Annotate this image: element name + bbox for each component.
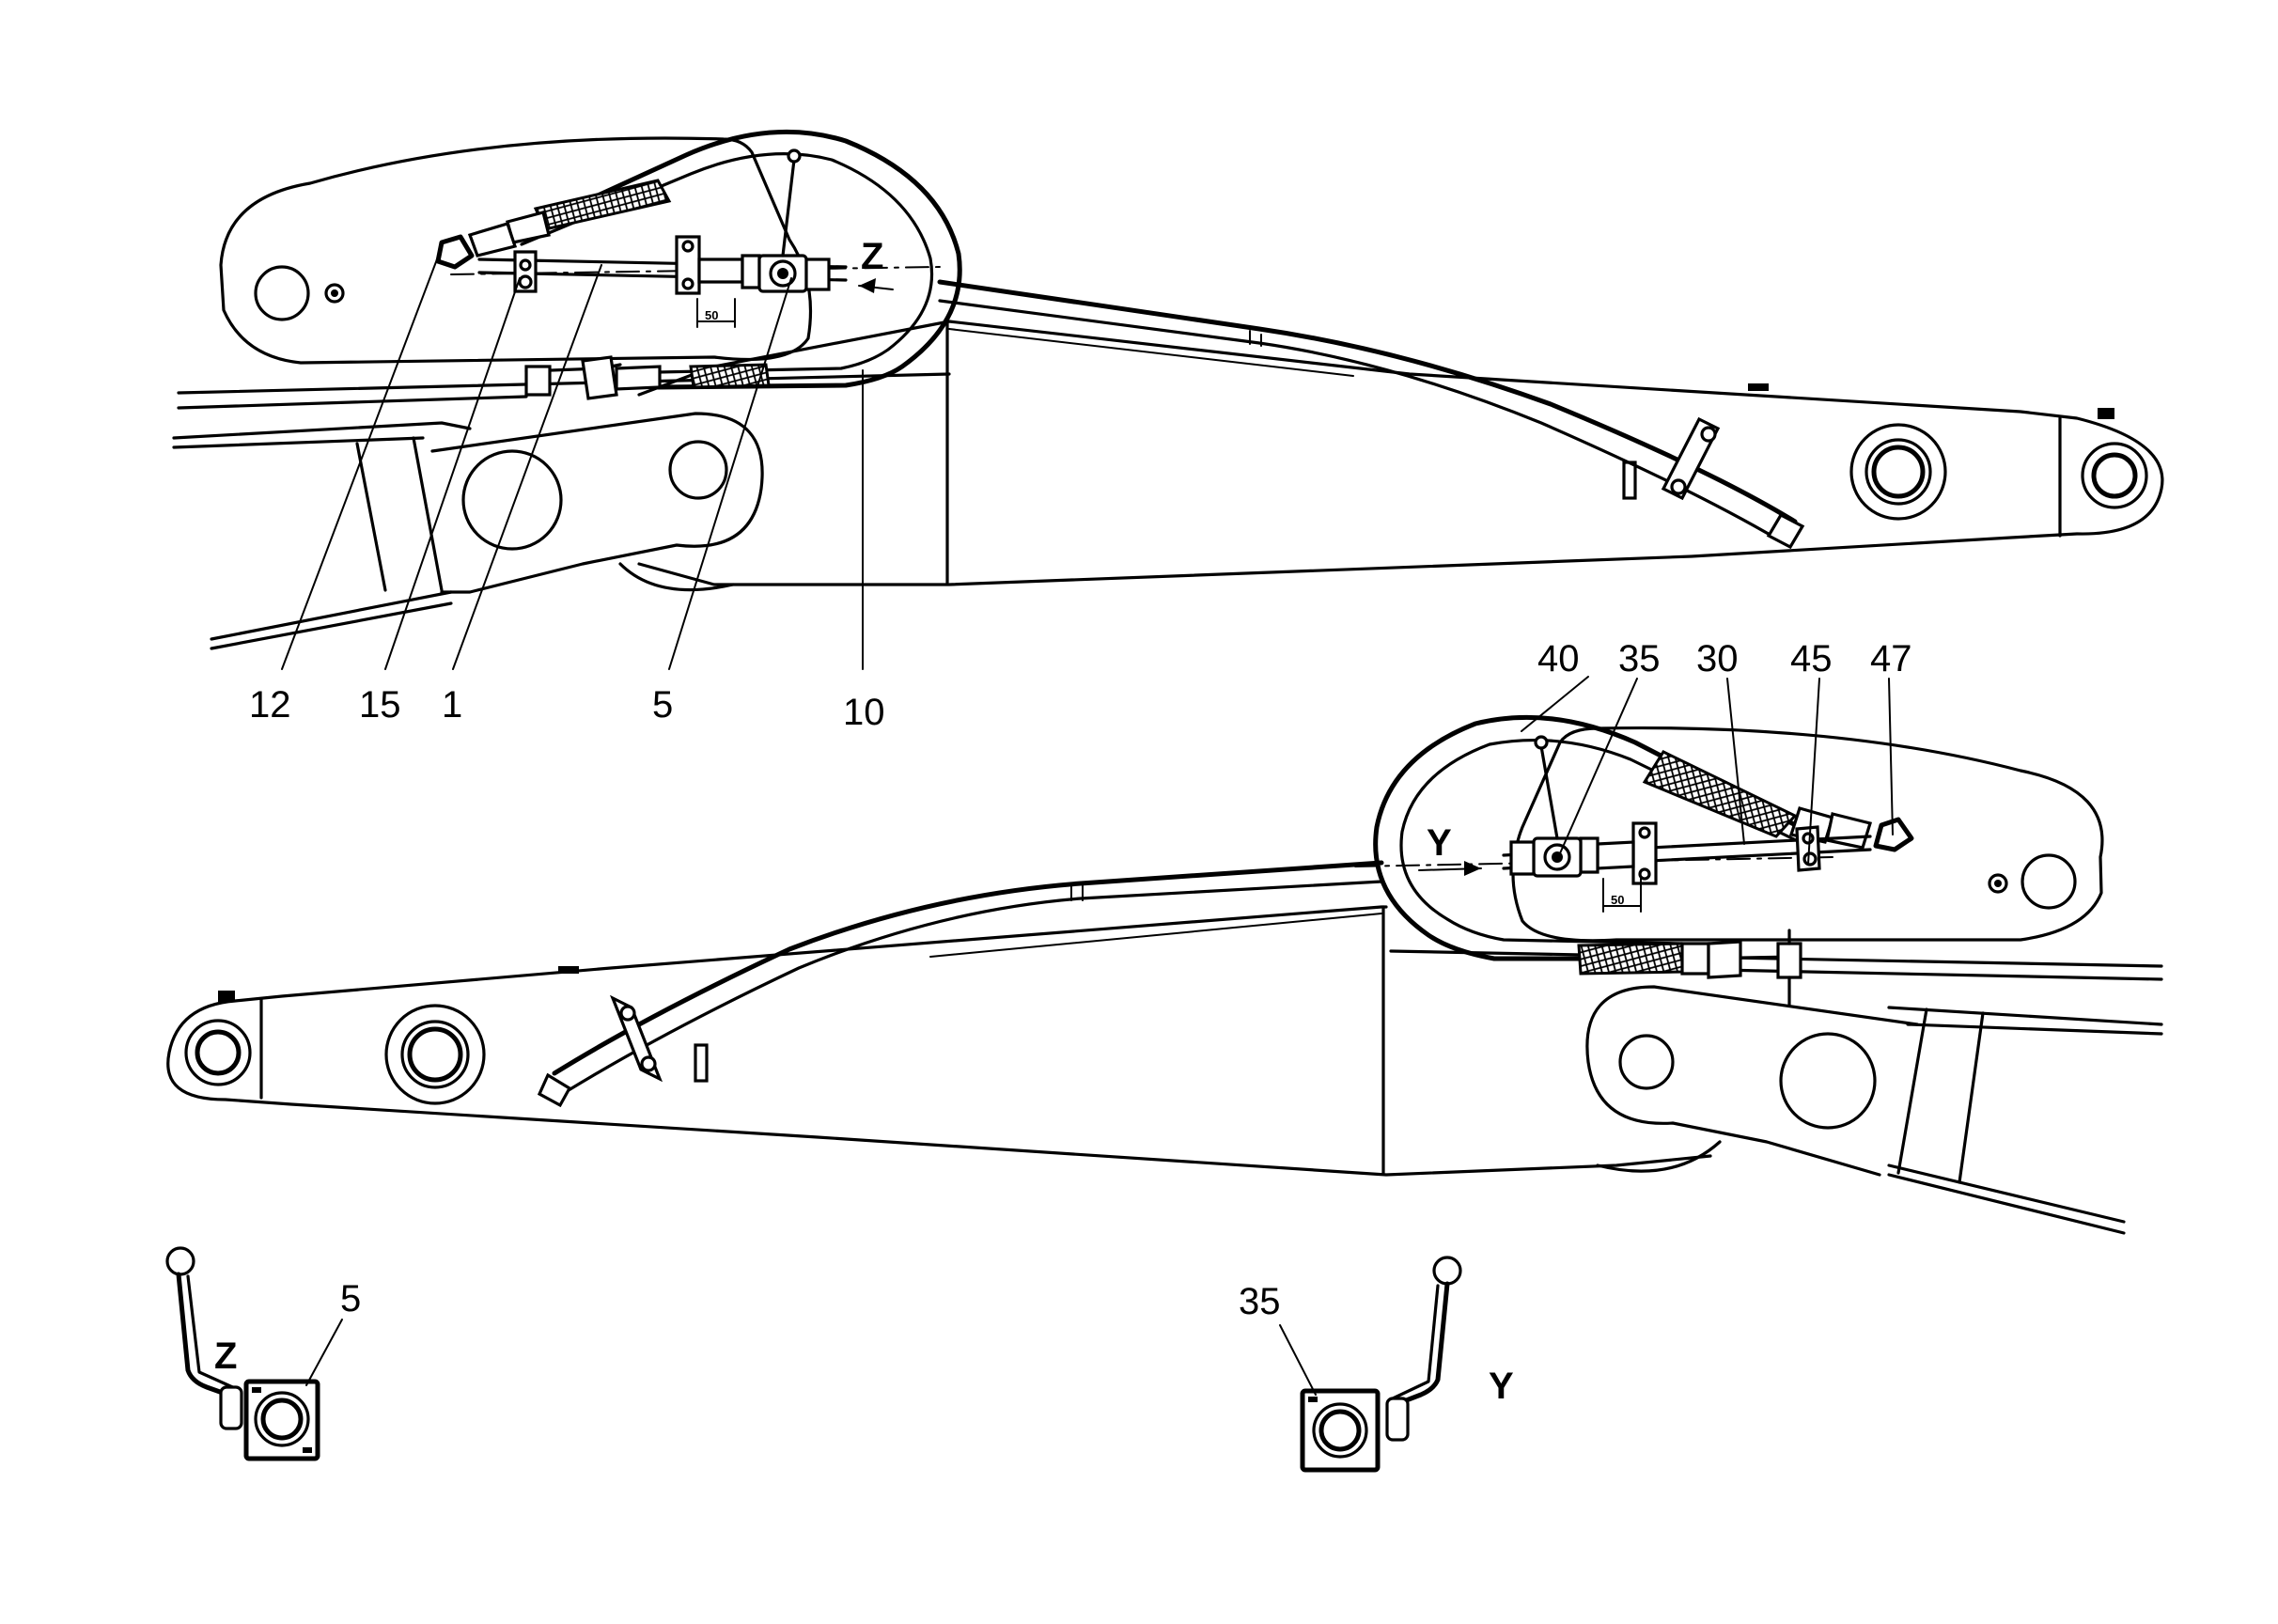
detail-z-callout: 5	[340, 1278, 361, 1320]
callout-47: 47	[1870, 638, 1912, 679]
braided-hose-upper-lower	[1642, 750, 1798, 838]
hydraulic-hose-loop-lower	[1373, 714, 1817, 961]
rod-clamp-mid	[675, 235, 701, 295]
ball-valve-body-z	[243, 1379, 320, 1461]
link-plate	[430, 412, 764, 594]
detail-y-callout: 35	[1239, 1281, 1281, 1322]
callout-10: 10	[843, 692, 885, 733]
braided-hose-lower-lower	[1577, 942, 1686, 976]
detail-z-label: Z	[214, 1335, 237, 1377]
boom-arm-outline-lower	[166, 905, 1712, 1177]
callout-12: 12	[249, 684, 291, 726]
hose-clamp	[1661, 416, 1721, 501]
detail-y-label: Y	[1489, 1366, 1514, 1407]
view-marker-y: Y	[1427, 822, 1452, 864]
ball-valve-lower	[1509, 735, 1583, 878]
detail-view-y: Y 35	[1239, 1256, 1514, 1473]
indicator-slot	[1622, 461, 1637, 500]
hose-end-fitting-lower	[1873, 817, 1914, 852]
link-pivot-large	[461, 449, 563, 551]
callout-40: 40	[1537, 638, 1580, 679]
upper-boom-view: 50 Z 12 15 1 5 10	[172, 129, 2164, 733]
lever-knob-z	[165, 1246, 195, 1276]
hydraulic-hose-loop	[505, 129, 962, 390]
ball-valve-upper	[757, 148, 831, 293]
ball-valve-body-y	[1300, 1388, 1381, 1473]
hose-clamp-lower	[609, 994, 663, 1083]
lever-plate	[219, 136, 813, 365]
link-pivot-small-lower	[1618, 1034, 1675, 1090]
callout-45: 45	[1790, 638, 1833, 679]
lower-boom-view: 50 Y 40 35 30 45 47	[166, 638, 2163, 1235]
rod-clamp-mid-lower	[1631, 821, 1658, 885]
rod-clamp-left	[513, 250, 538, 293]
link-pivot-large-lower	[1779, 1032, 1877, 1130]
callout-1: 1	[442, 684, 462, 726]
hose-end-fitting	[435, 234, 475, 270]
dimension-label-upper: 50	[705, 308, 718, 322]
callout-30: 30	[1696, 638, 1739, 679]
braided-hose-upper	[533, 179, 672, 231]
link-plate-lower	[1585, 985, 1919, 1177]
dimension-label-lower: 50	[1611, 893, 1624, 907]
valve-lever-y	[1392, 1281, 1450, 1424]
callout-15: 15	[359, 684, 401, 726]
link-pivot-small	[668, 440, 728, 500]
boom-arm-outline	[637, 320, 2164, 586]
lever-knob-y	[1432, 1256, 1462, 1286]
valve-lever-z	[176, 1272, 238, 1413]
view-marker-z: Z	[861, 236, 883, 277]
callout-5: 5	[652, 684, 673, 726]
detail-view-z: Z 5	[165, 1246, 361, 1461]
lever-plate-lower	[1511, 726, 2104, 943]
callout-35: 35	[1618, 638, 1661, 679]
braided-hose-lower	[689, 363, 771, 389]
indicator-slot-lower	[694, 1043, 709, 1083]
